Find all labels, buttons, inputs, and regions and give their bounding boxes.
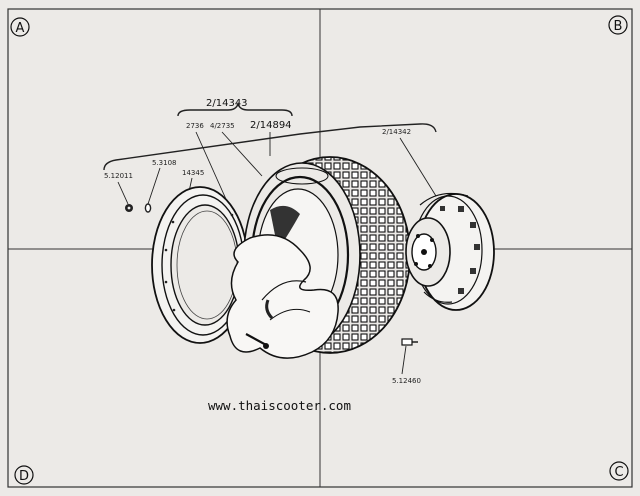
watermark-text: www.thaiscooter.com <box>208 398 351 413</box>
hub-part <box>405 192 495 311</box>
bracket-group-top <box>177 101 293 117</box>
label-5-12460: 5.12460 <box>392 377 421 385</box>
corner-marker-c: C <box>609 461 629 481</box>
label-5-3108: 5.3108 <box>152 159 177 167</box>
corner-label-d: D <box>19 469 29 484</box>
label-group-2-14343: 2/14343 <box>206 98 248 109</box>
corner-label-a: A <box>16 21 25 36</box>
valve-stem <box>245 333 269 349</box>
bracket-group-wide <box>103 123 437 171</box>
label-2-14894: 2/14894 <box>250 120 292 131</box>
label-5-12011: 5.12011 <box>104 172 133 180</box>
label-4-2735: 4/2735 <box>210 122 235 130</box>
washer-part <box>144 203 152 213</box>
bolt-part <box>401 338 418 346</box>
rim-half-left <box>151 186 249 344</box>
inner-tube-part <box>226 234 339 359</box>
corner-label-c: C <box>614 465 623 480</box>
corner-marker-a: A <box>10 17 30 37</box>
label-14345: 14345 <box>182 169 204 177</box>
corner-label-b: B <box>614 19 623 34</box>
corner-marker-d: D <box>14 465 34 485</box>
corner-marker-b: B <box>608 15 628 35</box>
label-2-14342: 2/14342 <box>382 128 411 136</box>
label-2736: 2736 <box>186 122 204 130</box>
